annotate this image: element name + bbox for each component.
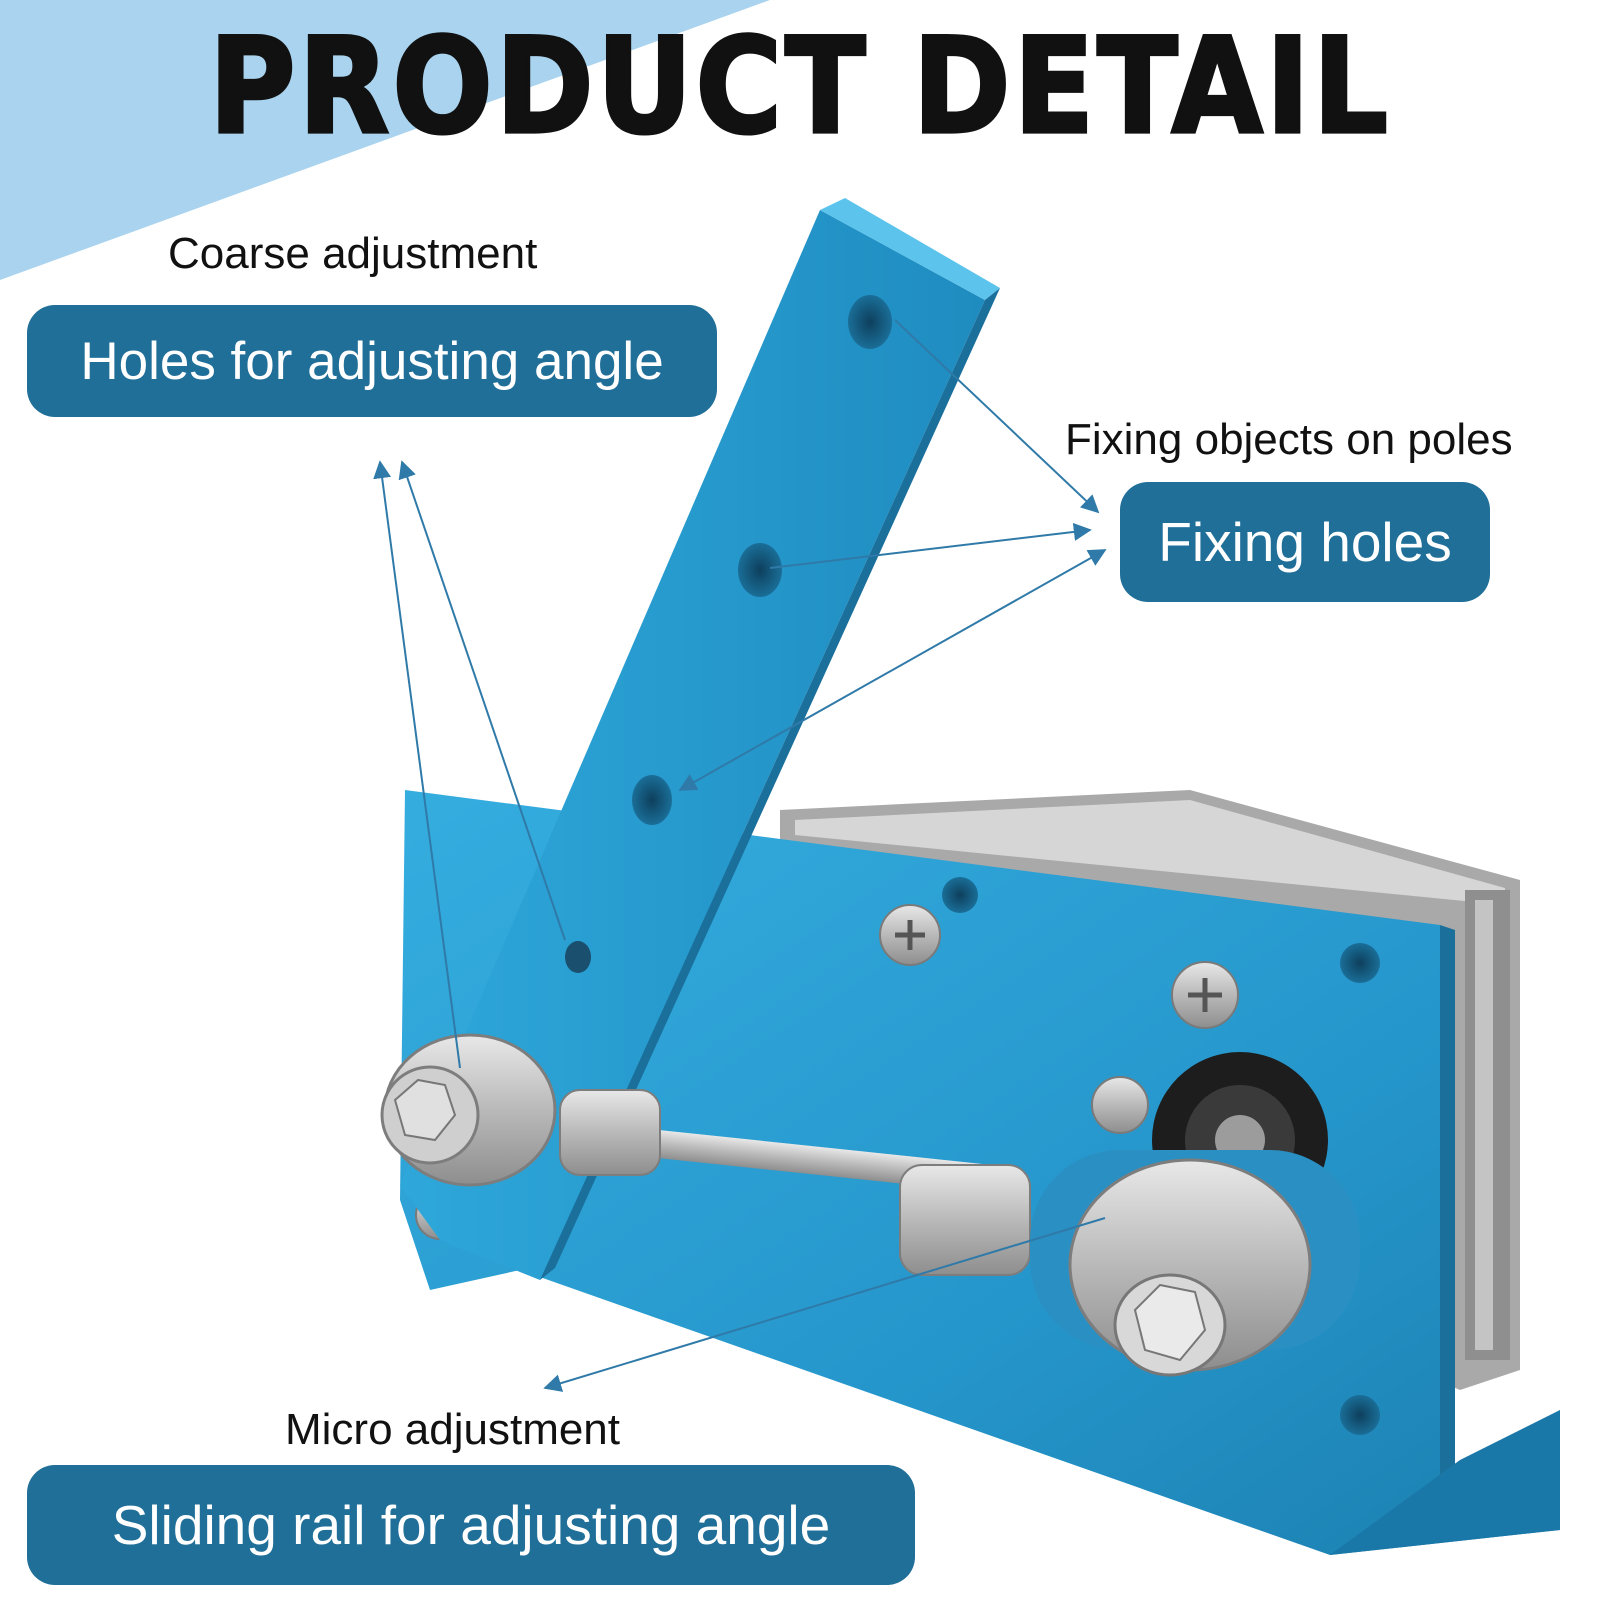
corner-accent-band [0, 0, 770, 280]
coarse-adjustment-label: Coarse adjustment [168, 229, 538, 278]
page-title: PRODUCT DETAIL [208, 8, 1391, 164]
coarse-adjustment-pill: Holes for adjusting angle [27, 305, 717, 417]
fixing-holes-pill: Fixing holes [1120, 482, 1490, 602]
fixing-objects-label: Fixing objects on poles [1065, 415, 1513, 464]
sliding-rail-pill: Sliding rail for adjusting angle [27, 1465, 915, 1585]
micro-adjustment-label: Micro adjustment [285, 1405, 621, 1454]
